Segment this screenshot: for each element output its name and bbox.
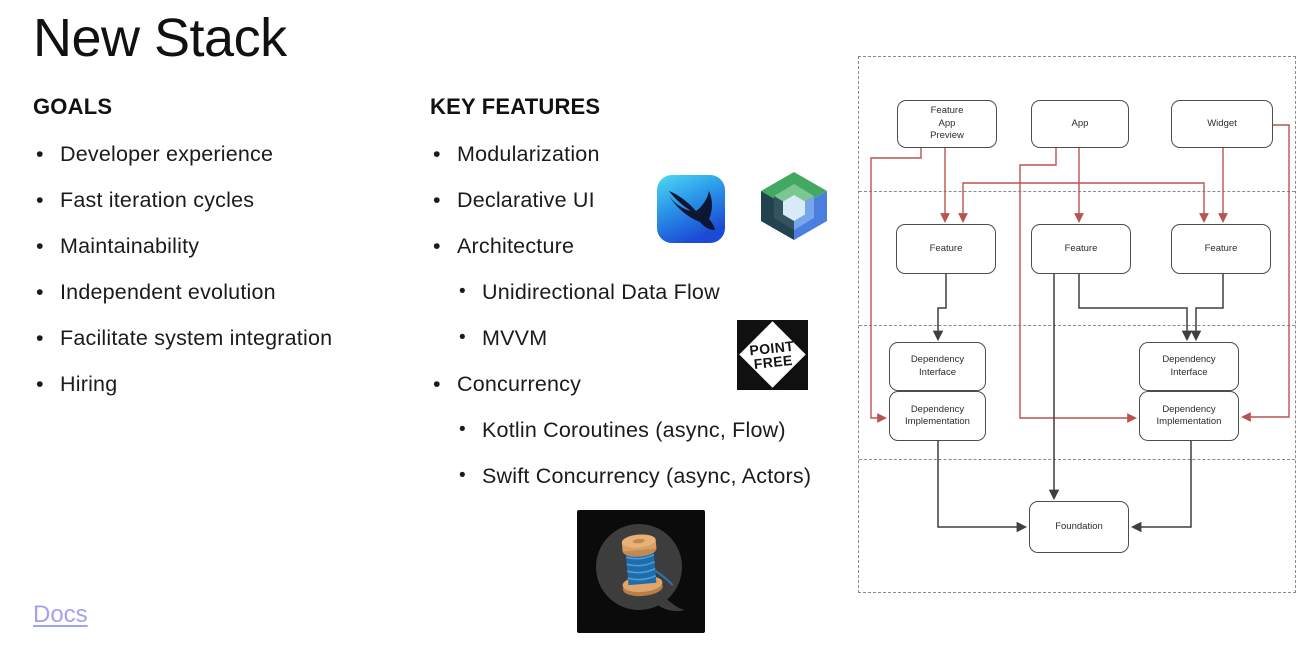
key-features-heading: KEY FEATURES	[430, 94, 601, 119]
docs-link[interactable]: Docs	[33, 601, 88, 628]
node-label: Feature	[1204, 242, 1238, 254]
node-feature-1: Feature	[896, 224, 996, 274]
pointfree-icon: POINT FREE	[737, 320, 808, 390]
goals-heading: GOALS	[33, 94, 113, 119]
node-label: Feature App Preview	[930, 105, 964, 142]
feature-subitem: Swift Concurrency (async, Actors)	[430, 464, 870, 488]
goal-item: Independent evolution	[33, 280, 413, 304]
node-dependency-implementation-right: Dependency Implementation	[1139, 391, 1239, 441]
architecture-diagram: Feature App Preview App Widget Feature F…	[858, 56, 1296, 593]
node-label: Dependency Implementation	[905, 403, 970, 427]
feature-subitem: Unidirectional Data Flow	[430, 280, 870, 304]
node-foundation: Foundation	[1029, 501, 1129, 553]
node-dependency-interface-right: Dependency Interface	[1139, 342, 1239, 391]
goals-list: Developer experience Fast iteration cycl…	[33, 142, 413, 396]
key-features-section: KEY FEATURES Modularization Declarative …	[430, 95, 870, 510]
node-feature-3: Feature	[1171, 224, 1271, 274]
pointfree-line2: FREE	[753, 351, 794, 372]
node-label: Foundation	[1055, 520, 1103, 532]
node-label: App	[1071, 117, 1089, 129]
feature-item: Modularization	[430, 142, 870, 166]
key-features-list: Modularization Declarative UI Architectu…	[430, 142, 870, 488]
node-label: Dependency Implementation	[1156, 403, 1222, 427]
feature-item: Architecture	[430, 234, 870, 258]
node-dependency-implementation-left: Dependency Implementation	[889, 391, 986, 441]
diagram-edges	[870, 124, 1290, 533]
swiftui-icon	[657, 175, 725, 243]
node-feature-app-preview: Feature App Preview	[897, 100, 997, 148]
goal-item: Fast iteration cycles	[33, 188, 413, 212]
node-dependency-interface-left: Dependency Interface	[889, 342, 986, 391]
goal-item: Developer experience	[33, 142, 413, 166]
node-label: Dependency Interface	[910, 354, 965, 378]
page-title: New Stack	[33, 8, 287, 68]
feature-subitem: MVVM	[430, 326, 870, 350]
node-label: Feature	[1064, 242, 1098, 254]
goal-item: Hiring	[33, 372, 413, 396]
feature-subitem: Kotlin Coroutines (async, Flow)	[430, 418, 870, 442]
pointfree-wordmark: POINT FREE	[737, 320, 808, 390]
goal-item: Facilitate system integration	[33, 326, 413, 350]
goal-item: Maintainability	[33, 234, 413, 258]
layer-separator	[859, 325, 1295, 326]
layer-separator	[859, 191, 1295, 192]
layer-separator	[859, 459, 1295, 460]
thread-emoji-icon	[577, 510, 705, 633]
node-label: Feature	[929, 242, 963, 254]
feature-item: Declarative UI	[430, 188, 870, 212]
node-feature-2: Feature	[1031, 224, 1131, 274]
feature-item: Concurrency	[430, 372, 870, 396]
node-label: Widget	[1207, 117, 1237, 129]
jetpack-compose-icon	[757, 170, 831, 242]
node-app: App	[1031, 100, 1129, 148]
goals-section: GOALS Developer experience Fast iteratio…	[33, 95, 413, 418]
node-widget: Widget	[1171, 100, 1273, 148]
node-label: Dependency Interface	[1162, 354, 1216, 378]
